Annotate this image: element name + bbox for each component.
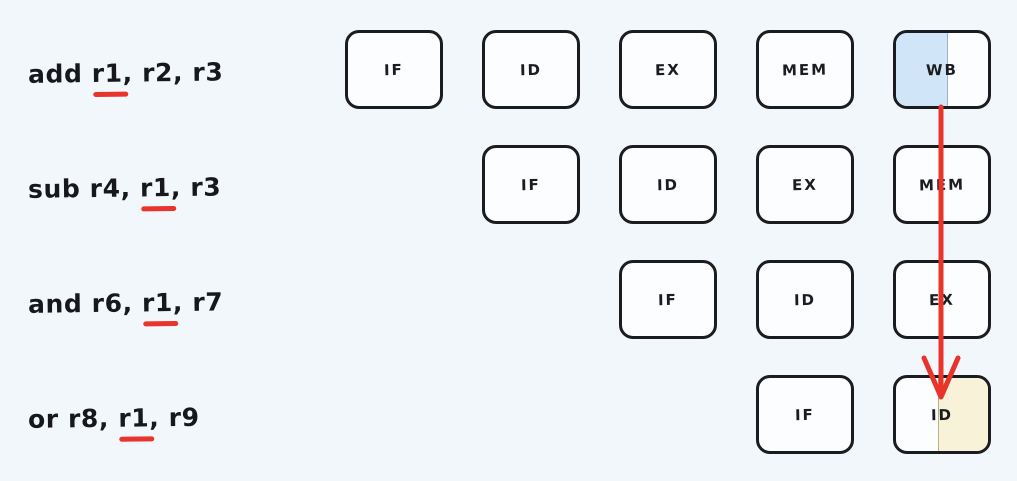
stage-box-id-r1c2[interactable]: ID <box>482 30 580 109</box>
stage-box-mem-r2c5[interactable]: MEM <box>893 145 991 224</box>
stage-box-if-r3c3[interactable]: IF <box>619 260 717 339</box>
stage-box-wb-r1c5[interactable]: WB <box>893 30 991 109</box>
stage-label: IF <box>383 60 405 79</box>
instruction-row-1: add r1, r2, r3 <box>28 50 328 94</box>
stage-label: ID <box>930 405 954 424</box>
instruction-1-highlighted-operand: r1, <box>91 58 133 88</box>
stage-label: EX <box>928 290 956 309</box>
stage-box-if-r1c1[interactable]: IF <box>345 30 443 109</box>
stage-box-mem-r1c4[interactable]: MEM <box>756 30 854 109</box>
instruction-3-prefix: and r6, <box>27 287 143 319</box>
producer-highlight <box>896 33 948 106</box>
stage-box-ex-r3c5[interactable]: EX <box>893 260 991 339</box>
stage-box-ex-r2c4[interactable]: EX <box>756 145 854 224</box>
stage-box-if-r2c2[interactable]: IF <box>482 145 580 224</box>
stage-box-ex-r1c3[interactable]: EX <box>619 30 717 109</box>
instruction-4-highlighted-operand: r1, <box>118 402 160 433</box>
stage-label: EX <box>654 60 682 79</box>
stage-label: ID <box>793 290 817 309</box>
instruction-3-suffix: r7 <box>182 286 224 317</box>
instruction-1-suffix: r2, r3 <box>132 56 224 88</box>
stage-label: ID <box>519 60 543 79</box>
stage-label: IF <box>794 405 816 424</box>
instruction-1-prefix: add <box>27 58 92 89</box>
instruction-row-4: or r8, r1, r9 <box>28 395 328 439</box>
stage-label: IF <box>520 175 542 194</box>
stage-box-id-r2c3[interactable]: ID <box>619 145 717 224</box>
stage-box-id-r3c4[interactable]: ID <box>756 260 854 339</box>
instruction-4-prefix: or r8, <box>27 403 119 434</box>
instruction-row-3: and r6, r1, r7 <box>28 280 328 324</box>
stage-label: MEM <box>781 60 829 79</box>
stage-label: MEM <box>918 175 966 194</box>
stage-label: WB <box>925 60 959 79</box>
instruction-2-prefix: sub r4, <box>27 172 141 204</box>
instruction-4-suffix: r9 <box>159 402 200 432</box>
instruction-2-suffix: r3 <box>180 171 222 202</box>
instruction-row-2: sub r4, r1, r3 <box>28 165 328 209</box>
instruction-3-highlighted-operand: r1, <box>141 287 184 317</box>
stage-label: IF <box>657 290 679 309</box>
stage-box-id-r4c5[interactable]: ID <box>893 375 991 454</box>
instruction-2-highlighted-operand: r1, <box>139 172 182 202</box>
stage-label: ID <box>656 175 680 194</box>
stage-label: EX <box>791 175 819 194</box>
stage-box-if-r4c4[interactable]: IF <box>756 375 854 454</box>
